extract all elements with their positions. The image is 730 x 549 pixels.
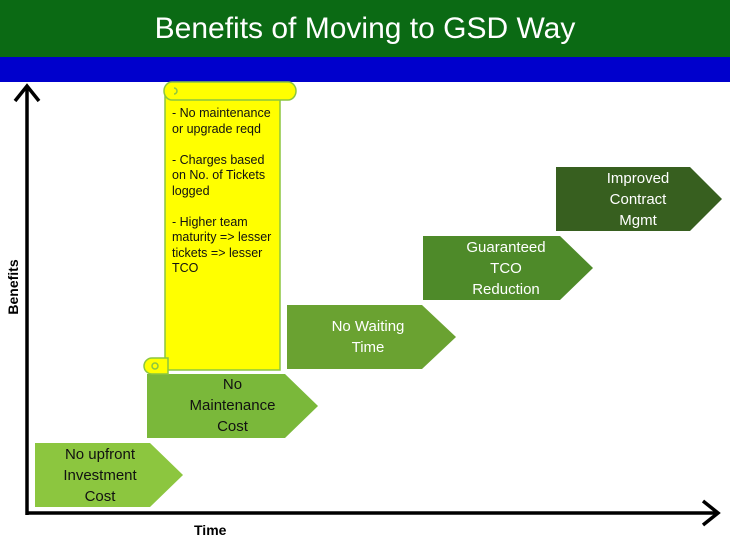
- step-label-upfront-cost: No upfront Investment Cost: [35, 444, 165, 507]
- step-label-contract-mgmt: Improved Contract Mgmt: [572, 168, 704, 231]
- step-line: TCO: [490, 260, 522, 277]
- step-line: No Waiting: [331, 318, 405, 335]
- note-text: - No maintenance or upgrade reqd - Charg…: [172, 106, 272, 275]
- step-line: Cost: [84, 488, 116, 505]
- step-line: No upfront: [64, 446, 136, 463]
- step-arrow-upfront-cost: [35, 443, 183, 507]
- step-arrow-contract-mgmt: [556, 167, 722, 231]
- x-axis-label: Time: [194, 522, 227, 538]
- step-label-waiting-time: No Waiting Time: [300, 316, 436, 358]
- x-axis-arrowhead: [701, 499, 721, 527]
- step-line: No: [222, 376, 243, 393]
- step-line: Mgmt: [619, 212, 657, 229]
- step-line: Improved: [606, 170, 670, 187]
- step-line: Time: [351, 339, 385, 356]
- y-axis-label: Benefits: [5, 259, 21, 315]
- step-line: Contract: [609, 191, 667, 208]
- step-arrow-waiting-time: [287, 305, 456, 369]
- step-label-tco-reduction: Guaranteed TCO Reduction: [440, 237, 572, 300]
- note-scroll: [143, 81, 297, 375]
- step-arrow-tco-reduction: [423, 236, 593, 300]
- y-axis-arrowhead: [13, 83, 41, 103]
- step-line: Guaranteed: [466, 239, 546, 256]
- step-label-maintenance-cost: No Maintenance Cost: [165, 374, 300, 437]
- step-arrow-maintenance-cost: [147, 374, 318, 438]
- step-line: Reduction: [472, 281, 540, 298]
- page-title: Benefits of Moving to GSD Way: [0, 0, 730, 57]
- step-line: Investment: [63, 467, 137, 484]
- header-band: [0, 57, 730, 82]
- step-line: Cost: [217, 418, 248, 435]
- step-line: Maintenance: [189, 397, 276, 414]
